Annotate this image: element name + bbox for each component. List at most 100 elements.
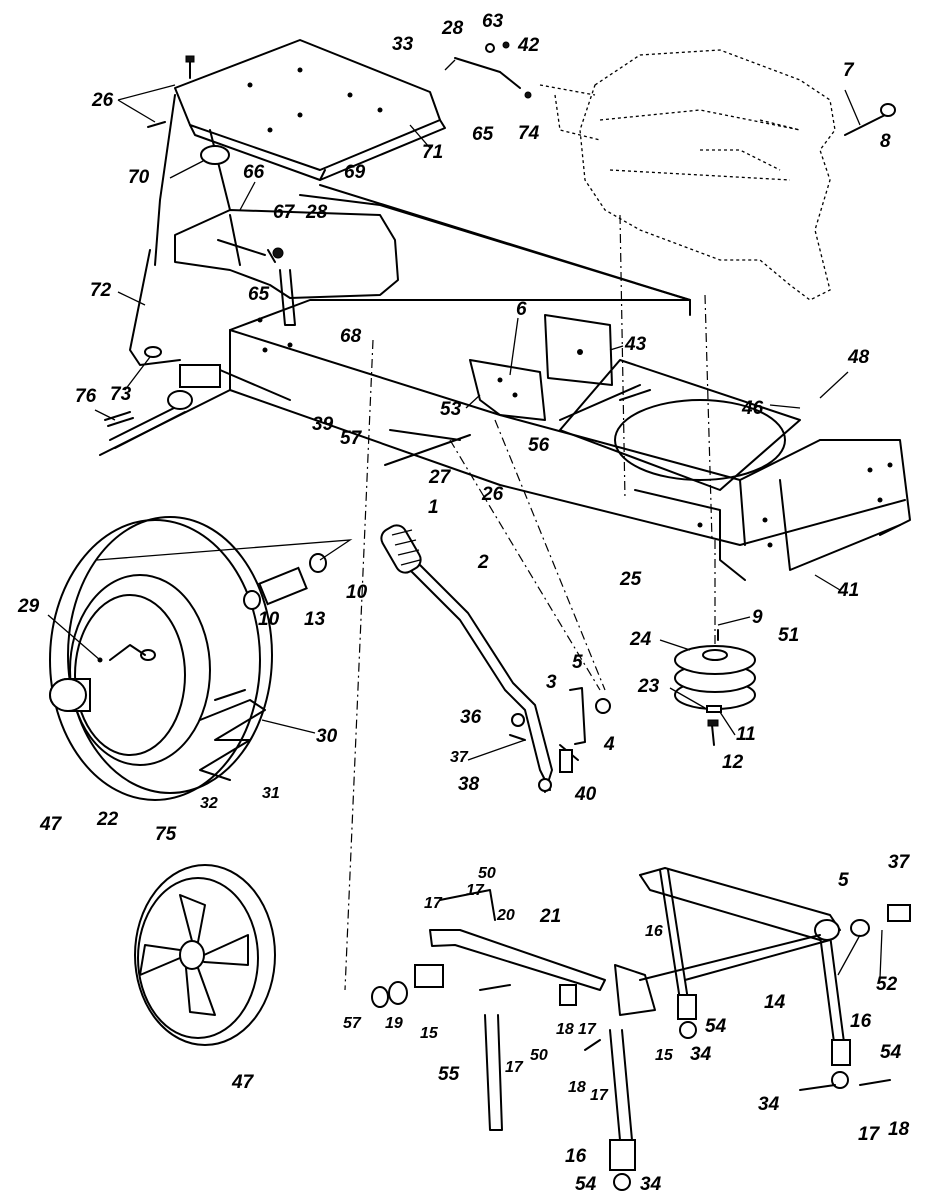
top-spring-part — [444, 41, 532, 99]
callout-18: 18 — [556, 1021, 574, 1038]
shift-lever-part — [380, 524, 611, 793]
callout-74: 74 — [518, 123, 540, 144]
callout-50: 50 — [478, 865, 496, 882]
callout-10b: 10 — [258, 609, 280, 630]
callout-30: 30 — [316, 726, 338, 747]
callout-52: 52 — [876, 974, 898, 995]
callout-17e: 17 — [590, 1087, 609, 1104]
callout-37b: 37 — [888, 852, 911, 873]
callout-55: 55 — [438, 1064, 460, 1085]
callout-28: 28 — [441, 18, 464, 39]
callout-57: 57 — [340, 428, 363, 449]
callout-32: 32 — [200, 795, 218, 812]
callout-26b: 26 — [481, 484, 504, 505]
callout-16c: 16 — [565, 1146, 587, 1167]
callout-65b: 65 — [248, 284, 270, 305]
callout-53: 53 — [440, 399, 462, 420]
callout-66: 66 — [243, 162, 265, 183]
callout-76: 76 — [75, 386, 97, 407]
callout-17c: 17 — [578, 1021, 597, 1038]
callout-72: 72 — [90, 280, 112, 301]
callout-67: 67 — [273, 202, 296, 223]
callout-16b: 16 — [850, 1011, 872, 1032]
callout-29: 29 — [17, 596, 40, 617]
callout-9: 9 — [752, 607, 763, 628]
callout-34c: 34 — [640, 1174, 662, 1195]
callout-54b: 54 — [880, 1042, 902, 1063]
reference-lines — [344, 214, 713, 991]
leader-lines — [47, 84, 883, 979]
callout-12: 12 — [722, 752, 744, 773]
callout-16: 16 — [645, 923, 663, 940]
rod-part — [384, 434, 471, 466]
callout-15b: 15 — [655, 1047, 674, 1064]
callout-6: 6 — [516, 299, 527, 320]
callout-33: 33 — [392, 34, 414, 55]
rear-tire-part — [49, 516, 273, 801]
callout-65: 65 — [472, 124, 494, 145]
callout-48: 48 — [847, 347, 870, 368]
callout-34: 34 — [690, 1044, 712, 1065]
callout-40: 40 — [574, 784, 597, 805]
callout-34b: 34 — [758, 1094, 780, 1115]
callout-7: 7 — [843, 60, 855, 81]
callout-54: 54 — [705, 1016, 727, 1037]
fender-part — [129, 209, 399, 366]
pivot-pin-part — [844, 103, 896, 136]
callout-20: 20 — [496, 907, 515, 924]
main-frame-part — [99, 184, 911, 581]
callout-75: 75 — [155, 824, 177, 845]
callout-46: 46 — [741, 398, 764, 419]
callout-57b: 57 — [343, 1015, 362, 1032]
callout-21: 21 — [539, 906, 561, 927]
callout-5b: 5 — [838, 870, 849, 891]
callout-54c: 54 — [575, 1174, 597, 1195]
callout-labels: 33 28 63 42 65 74 7 8 26 71 70 66 69 67 … — [17, 11, 911, 1195]
callout-18b: 18 — [568, 1079, 586, 1096]
spring-part — [217, 239, 296, 326]
callout-3: 3 — [546, 672, 557, 693]
seat-bracket-part — [154, 94, 231, 266]
callout-13: 13 — [304, 609, 326, 630]
seat-pan-part — [174, 39, 446, 181]
callout-1: 1 — [428, 497, 439, 518]
callout-11: 11 — [736, 724, 756, 745]
callout-17b: 17 — [424, 895, 443, 912]
axle-spacer-part — [96, 539, 353, 610]
callout-2: 2 — [477, 552, 489, 573]
callout-17: 17 — [466, 882, 485, 899]
callout-31: 31 — [262, 785, 280, 802]
callout-25: 25 — [619, 569, 642, 590]
callout-8: 8 — [880, 131, 891, 152]
bolt-part — [147, 55, 195, 128]
callout-47b: 47 — [231, 1072, 255, 1093]
callout-28b: 28 — [305, 202, 328, 223]
callout-18c: 18 — [888, 1119, 910, 1140]
callout-69: 69 — [344, 162, 366, 183]
engine-outline — [539, 49, 836, 301]
callout-51: 51 — [778, 625, 799, 646]
callout-14: 14 — [764, 992, 786, 1013]
callout-68: 68 — [340, 326, 362, 347]
callout-43: 43 — [624, 334, 647, 355]
callout-56: 56 — [528, 435, 550, 456]
frame-plate-part — [544, 314, 613, 386]
callout-39: 39 — [312, 414, 334, 435]
callout-19: 19 — [385, 1015, 403, 1032]
hub-cap-part — [134, 864, 276, 1046]
callout-5: 5 — [572, 652, 583, 673]
pedal-bracket-part — [469, 359, 546, 421]
pulley-part — [674, 540, 756, 746]
callout-24: 24 — [629, 629, 652, 650]
callout-26: 26 — [91, 90, 114, 111]
callout-70: 70 — [128, 167, 150, 188]
callout-36: 36 — [460, 707, 482, 728]
callout-15: 15 — [420, 1025, 439, 1042]
callout-37: 37 — [450, 749, 469, 766]
callout-47: 47 — [39, 814, 63, 835]
callout-41: 41 — [837, 580, 859, 601]
callout-10: 10 — [346, 582, 368, 603]
callout-27: 27 — [428, 467, 452, 488]
callout-4: 4 — [603, 734, 615, 755]
